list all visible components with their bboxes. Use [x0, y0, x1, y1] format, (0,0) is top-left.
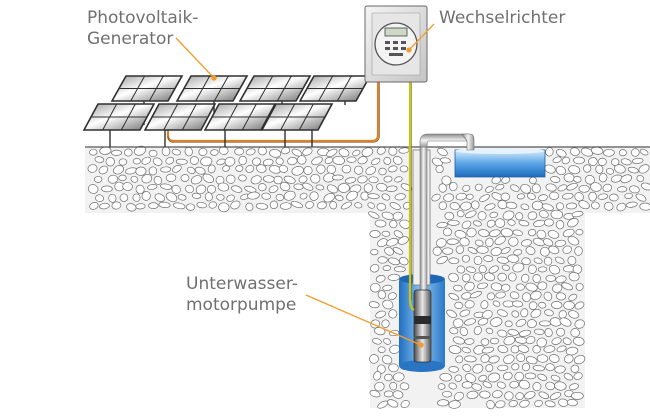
pv-panel-rear-3: [238, 75, 312, 102]
leader-lines: [175, 23, 435, 348]
pv-panel-rear-2: [175, 75, 249, 102]
pv-panels-rear-row: [110, 75, 372, 102]
pv-panel-rear-4: [298, 75, 372, 102]
inverter-keypad: [385, 41, 406, 56]
pv-panel-front-2: [143, 103, 217, 131]
pv-cable-shadow: [167, 82, 380, 143]
label-pump-line1: Unterwasser-: [186, 274, 298, 294]
pump-body: [413, 289, 432, 363]
inverter-display: [384, 27, 408, 37]
pv-panel-front-3: [203, 103, 277, 131]
label-photovoltaik-line2: Generator: [87, 29, 174, 49]
pump-motor-band: [414, 336, 431, 339]
label-pump-line2: motorpumpe: [186, 295, 297, 315]
label-wechselrichter-text: Wechselrichter: [439, 8, 566, 28]
label-photovoltaik-line1: Photovoltaik-: [87, 8, 199, 28]
pipe-outlet: [461, 133, 475, 151]
water-basin: [454, 149, 546, 178]
label-wechselrichter: Wechselrichter: [439, 8, 565, 29]
label-photovoltaik: Photovoltaik- Generator: [87, 8, 198, 50]
leader-inverter: [408, 23, 435, 51]
pump-cable: [408, 82, 415, 311]
pv-panel-front-4: [260, 103, 334, 131]
pv-panel-rear-1: [110, 75, 184, 102]
leader-pv: [175, 37, 215, 79]
pump-inlet: [414, 316, 431, 324]
water-surface: [455, 148, 545, 154]
pv-panel-front-1: [82, 103, 156, 131]
pv-panels-front-row: [82, 103, 334, 131]
pipe-bend: [419, 133, 469, 148]
leader-pump: [305, 294, 422, 346]
ground-stones: [87, 145, 650, 410]
well-hole-bottom: [399, 360, 445, 372]
label-pump: Unterwasser- motorpumpe: [186, 274, 298, 316]
